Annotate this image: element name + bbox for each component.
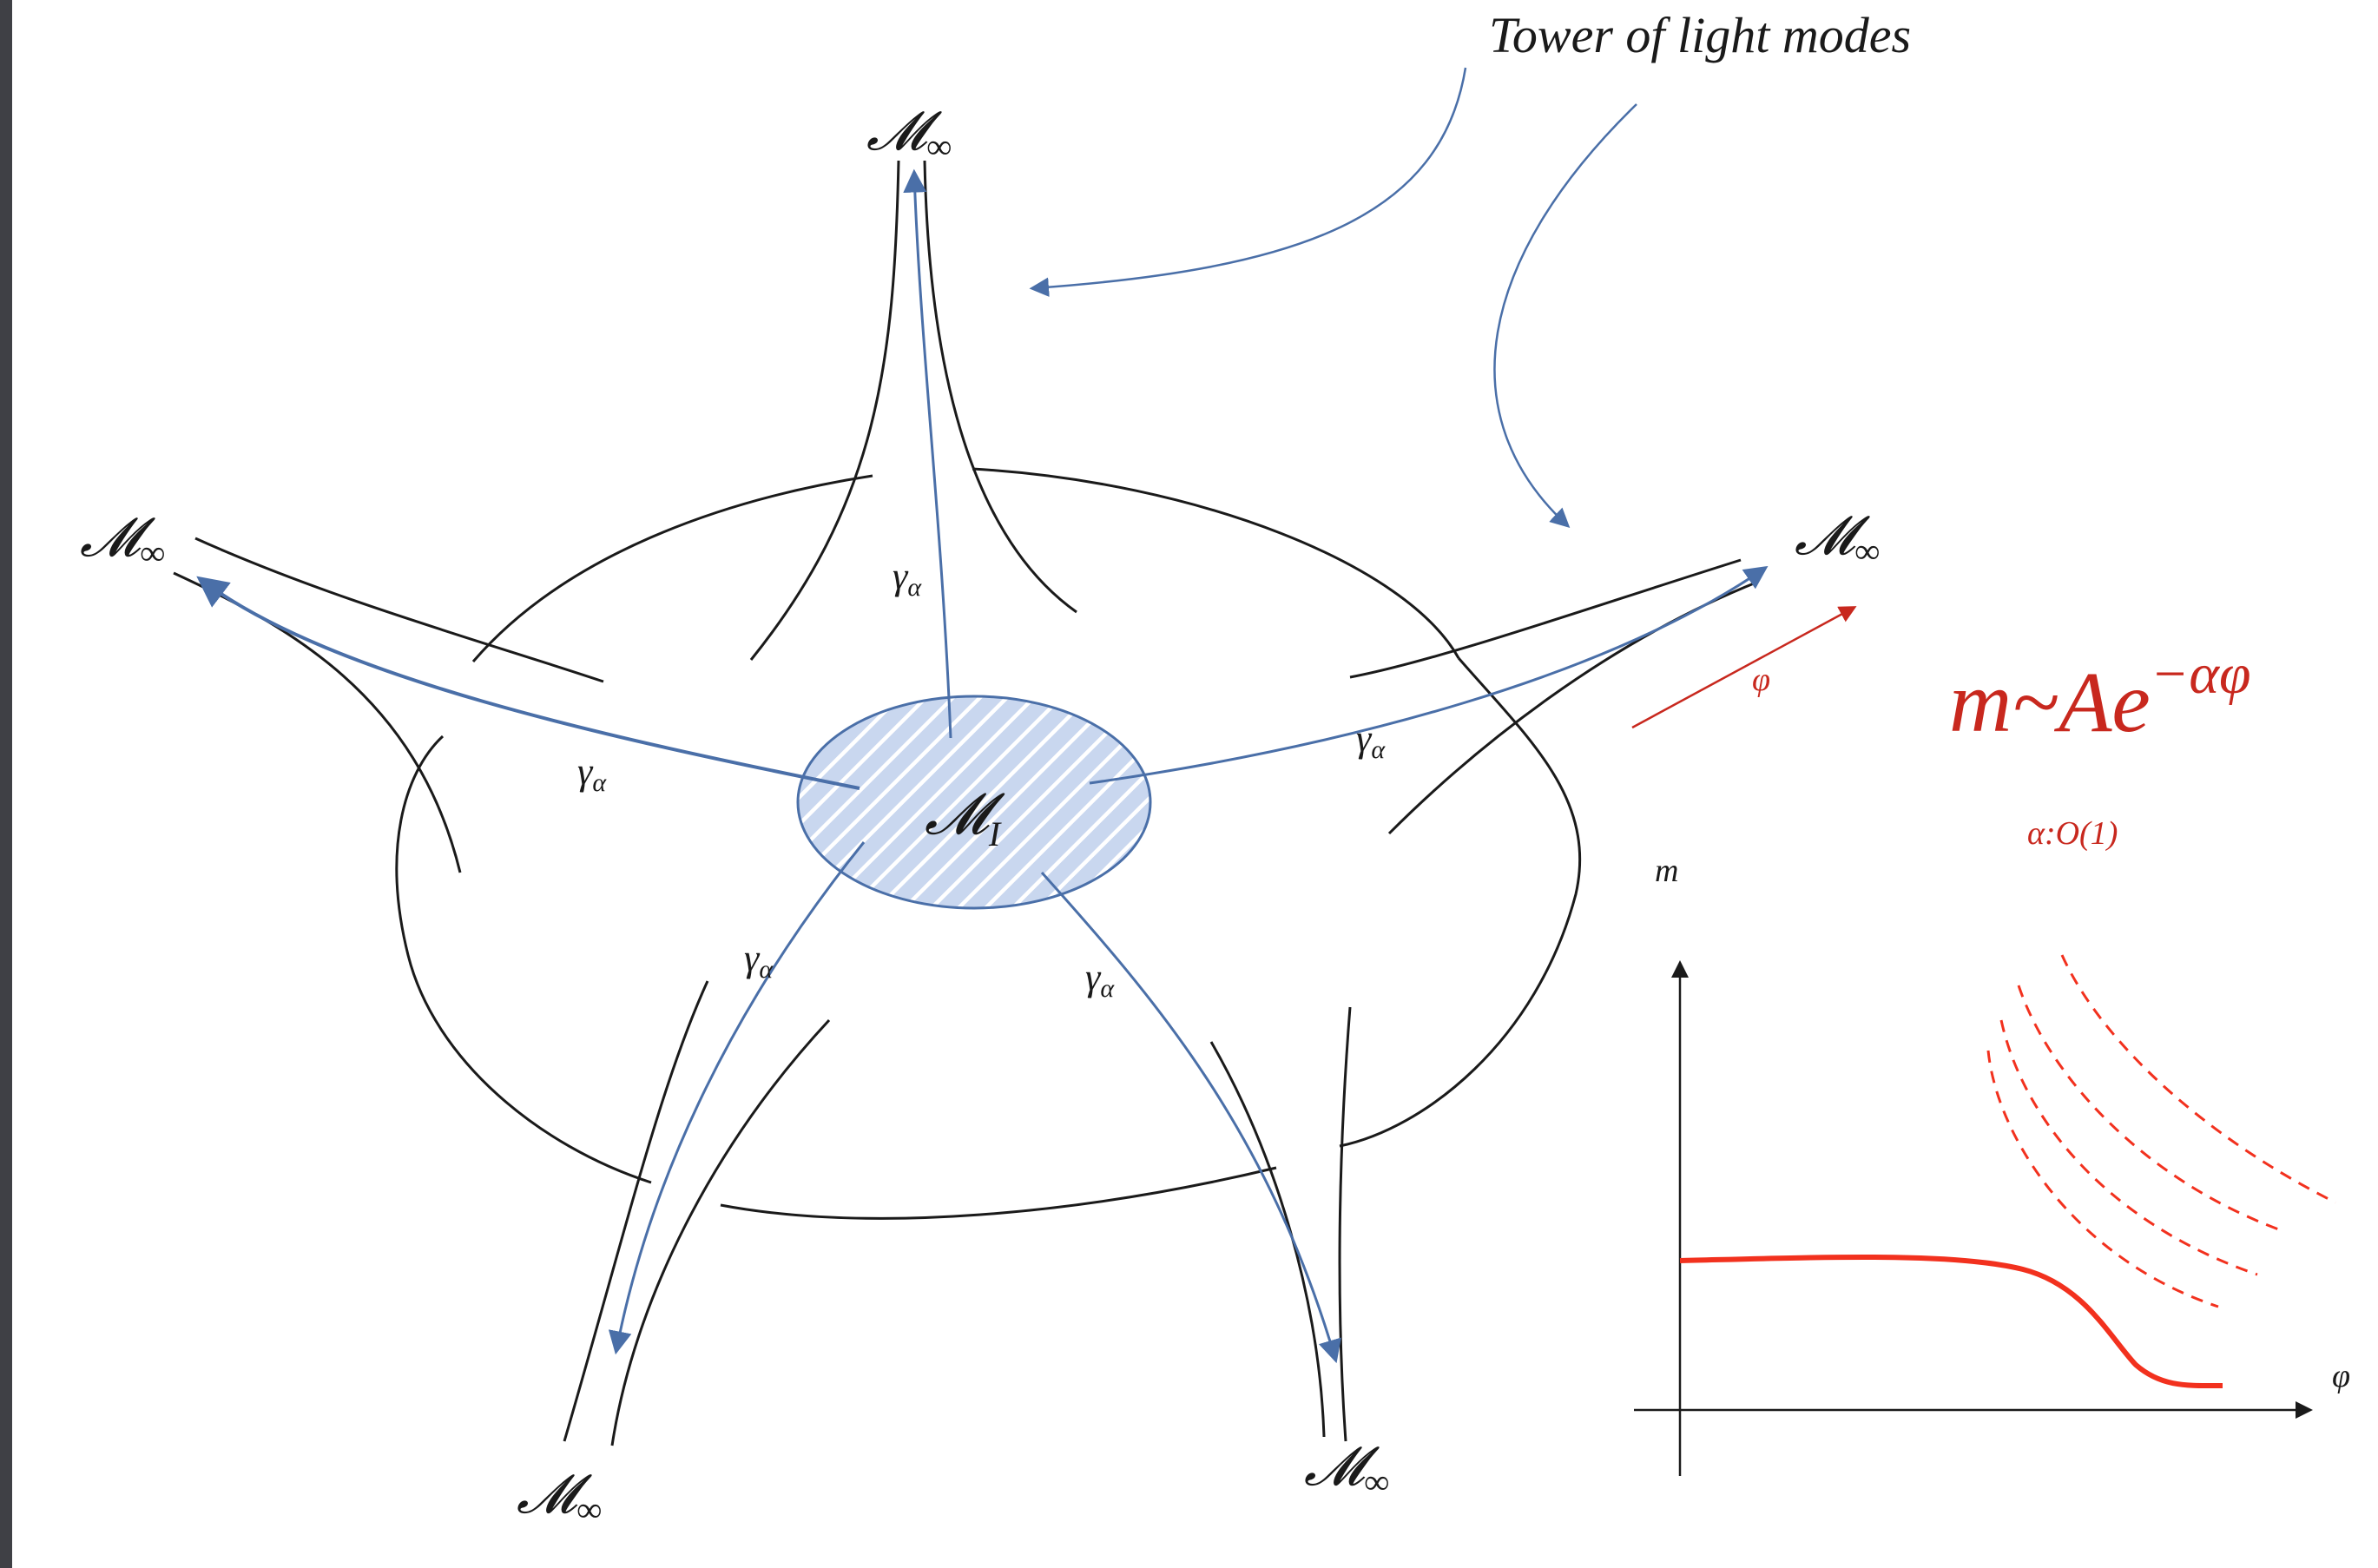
spike-bottom-right-inner — [1209, 1041, 1326, 1438]
geodesic-label-bottom-right: γα — [1085, 956, 1115, 1003]
infinity-label-bottom-right: 𝓜∞ — [1304, 1438, 1389, 1501]
alpha-order-label: α:O(1) — [2027, 815, 2118, 852]
geodesic-label-bottom-left: γα — [744, 937, 774, 984]
outline-arc-bottom — [720, 1166, 1277, 1220]
geodesic-arrow-top — [903, 168, 952, 739]
geodesic-arrows — [196, 168, 1769, 1364]
plot-x-axis-label: φ — [2332, 1358, 2350, 1394]
tower-callout-arrows — [1029, 67, 1637, 529]
tower-dashed-curves — [1986, 954, 2336, 1308]
outline-arc-top-left — [471, 474, 873, 662]
callout-arrow-to-top-spike — [1029, 67, 1467, 297]
spike-left-lower — [173, 571, 462, 873]
geodesic-arrow-bottom-right — [1040, 871, 1341, 1364]
interior-region-ellipse — [796, 695, 1152, 910]
geodesic-arrow-right — [1089, 565, 1769, 785]
field-direction-arrow — [1631, 606, 1857, 729]
plot-y-axis-label: m — [1655, 853, 1678, 889]
spike-top-left — [749, 160, 900, 661]
lightest-mass-curve — [1679, 1254, 2223, 1389]
callout-arrow-to-right-spike — [1493, 103, 1637, 529]
spike-top-right — [923, 160, 1077, 614]
spike-bottom-right-outer — [1338, 1006, 1352, 1442]
spike-bottom-left-inner — [610, 1018, 831, 1446]
slide-canvas — [12, 0, 2378, 1568]
infinity-label-top: 𝓜∞ — [866, 102, 952, 166]
geodesic-arrow-left — [196, 576, 860, 790]
geodesic-label-left: γα — [577, 750, 607, 797]
geodesic-label-right: γα — [1356, 717, 1386, 764]
spike-left-upper — [194, 537, 604, 683]
spike-right-upper — [1349, 558, 1742, 679]
tower-curve-2 — [1999, 1019, 2258, 1276]
tower-curve-4 — [2060, 954, 2336, 1204]
tower-curve-1 — [1986, 1050, 2219, 1308]
spike-bottom-left-outer — [563, 980, 709, 1442]
mass-plot — [1634, 954, 2336, 1476]
outline-arc-left — [395, 735, 652, 1184]
infinity-label-bottom-left: 𝓜∞ — [517, 1466, 602, 1529]
mass-formula: m~Ae−αφ — [1949, 642, 2251, 750]
infinity-label-right: 𝓜∞ — [1795, 507, 1880, 570]
infinity-label-left: 𝓜∞ — [80, 509, 165, 572]
field-direction-label: φ — [1752, 662, 1770, 698]
outline-arc-right — [1339, 657, 1582, 1148]
geodesic-label-top: γα — [893, 555, 922, 602]
geodesic-arrow-bottom-left — [608, 841, 866, 1355]
outline-arc-top-right — [972, 467, 1460, 659]
moduli-space-outline — [395, 467, 1582, 1220]
tower-curve-3 — [2017, 985, 2284, 1233]
tower-title: Tower of light modes — [1489, 7, 1911, 63]
